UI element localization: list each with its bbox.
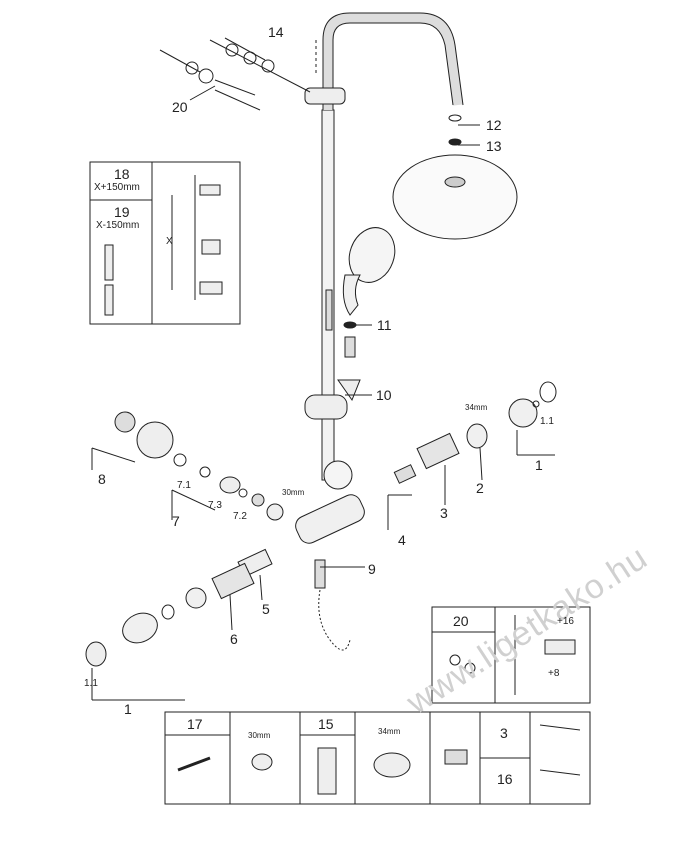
callout-2: 2 xyxy=(476,480,484,496)
callout-13: 13 xyxy=(486,138,502,154)
part-3-cartridge xyxy=(416,432,460,470)
callout-7-2: 7.2 xyxy=(233,511,247,522)
callout-12: 12 xyxy=(486,117,502,133)
inset-19-text: X-150mm xyxy=(96,220,140,231)
callout-1-1-right: 1.1 xyxy=(540,416,554,427)
callout-9: 9 xyxy=(368,561,376,577)
callout-7-1: 7.1 xyxy=(177,480,191,491)
inset-20-box xyxy=(431,606,591,704)
callout-10: 10 xyxy=(376,387,392,403)
panel-16-number: 16 xyxy=(497,771,513,787)
callout-7: 7 xyxy=(172,513,180,529)
callout-3: 3 xyxy=(440,505,448,521)
panel-3-number: 3 xyxy=(500,725,508,741)
inset-20-plus16: +16 xyxy=(557,616,574,627)
part-1-left-cap xyxy=(85,604,185,701)
dimension-34mm: 34mm xyxy=(465,403,488,412)
dimension-30mm: 30mm xyxy=(282,488,305,497)
inset-20-number: 20 xyxy=(453,613,469,629)
inset-x-label: X xyxy=(166,236,173,247)
callout-14: 14 xyxy=(268,24,284,40)
part-7-group xyxy=(171,453,284,521)
callout-1-right: 1 xyxy=(535,457,543,473)
hand-shower xyxy=(325,227,396,358)
spacing-inset-box xyxy=(89,161,241,325)
slider-holder xyxy=(304,379,361,420)
panel-17-number: 17 xyxy=(187,716,203,732)
part-1-right-cap xyxy=(508,381,557,456)
panel-30mm: 30mm xyxy=(248,731,271,740)
callout-8: 8 xyxy=(98,471,106,487)
callout-11: 11 xyxy=(377,317,392,333)
part-2-ring xyxy=(466,423,488,449)
thermostat-body xyxy=(295,460,365,651)
overhead-shower xyxy=(392,114,518,240)
callout-20: 20 xyxy=(172,99,188,115)
leader-lines xyxy=(189,85,483,631)
callout-1-1-left: 1.1 xyxy=(84,678,98,689)
inset-20-plus8: +8 xyxy=(548,668,560,679)
callout-4: 4 xyxy=(398,532,406,548)
inset-18-text: X+150mm xyxy=(94,182,140,193)
panel-15-number: 15 xyxy=(318,716,334,732)
wall-bracket-top xyxy=(159,37,346,111)
part-4 xyxy=(387,464,417,530)
bottom-tools-panel xyxy=(164,711,591,805)
panel-34mm: 34mm xyxy=(378,727,401,736)
callout-5: 5 xyxy=(262,601,270,617)
inset-19-number: 19 xyxy=(114,204,130,220)
part-8-handle xyxy=(91,411,174,470)
inset-18-number: 18 xyxy=(114,166,130,182)
part-6-cartridge xyxy=(185,562,255,609)
callout-6: 6 xyxy=(230,631,238,647)
callout-7-3: 7.3 xyxy=(208,500,222,511)
callout-1-left: 1 xyxy=(124,701,132,717)
